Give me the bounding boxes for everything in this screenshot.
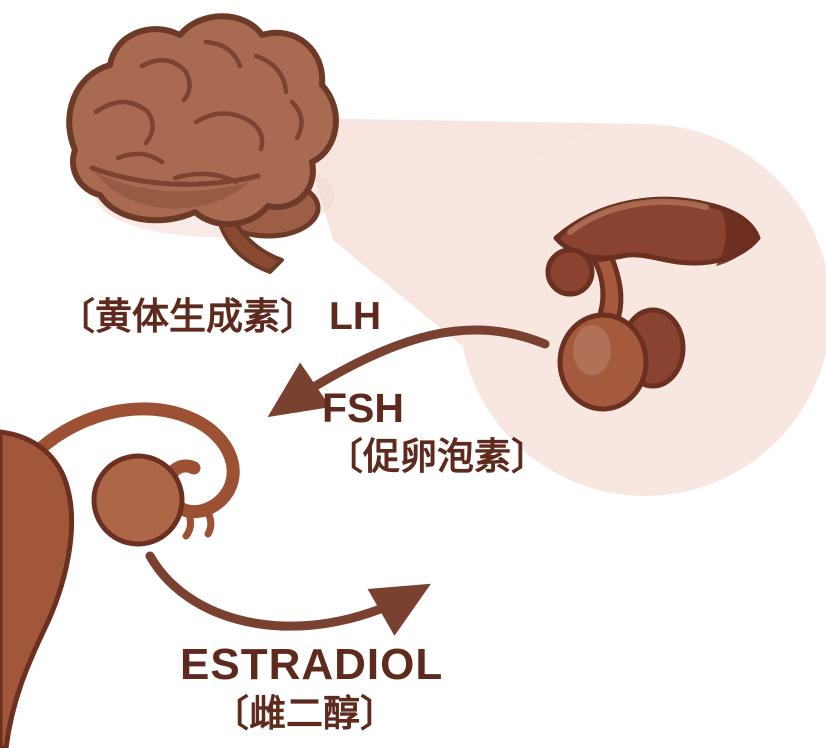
label-estradiol-en: ESTRADIOL xyxy=(180,640,444,689)
uterus-ovary-icon xyxy=(0,402,240,748)
label-lh-en: LH xyxy=(329,295,381,338)
arrow-ovary-estradiol xyxy=(145,551,431,636)
pituitary-gland-icon xyxy=(545,196,761,412)
label-lh: 〔黄体生成素〕 LH xyxy=(58,297,381,336)
label-estradiol-cn: 〔雌二醇〕 xyxy=(212,693,397,734)
label-lh-cn: 〔黄体生成素〕 xyxy=(58,296,317,337)
label-fsh-cn: 〔促卵泡素〕 xyxy=(326,436,548,477)
arrow-pituitary-to-ovary xyxy=(267,325,550,418)
brain-icon xyxy=(66,13,339,274)
label-fsh-en: FSH xyxy=(322,385,404,431)
